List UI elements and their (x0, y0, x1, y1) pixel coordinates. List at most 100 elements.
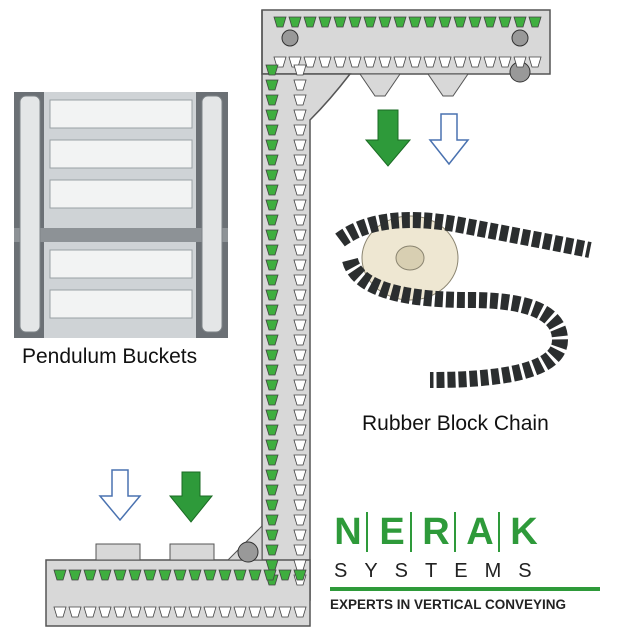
inlet-arrow-green (168, 471, 214, 523)
bucket (265, 319, 279, 331)
bucket (293, 529, 307, 541)
bucket (483, 56, 497, 68)
bucket (265, 259, 279, 271)
bucket (265, 214, 279, 226)
bucket (265, 439, 279, 451)
bucket (293, 409, 307, 421)
bucket (265, 229, 279, 241)
bucket (293, 154, 307, 166)
bucket (378, 56, 392, 68)
bucket (318, 16, 332, 28)
bucket (293, 184, 307, 196)
bucket (293, 334, 307, 346)
bucket (293, 544, 307, 556)
bucket (498, 16, 512, 28)
bucket (265, 379, 279, 391)
bucket (265, 544, 279, 556)
logo-rule (330, 587, 600, 591)
bucket (203, 606, 217, 618)
bucket (265, 529, 279, 541)
bucket (513, 16, 527, 28)
bucket (293, 394, 307, 406)
bucket (265, 274, 279, 286)
bucket (348, 56, 362, 68)
bucket (423, 56, 437, 68)
bucket (265, 109, 279, 121)
bucket (333, 56, 347, 68)
bucket (293, 319, 307, 331)
bucket (158, 606, 172, 618)
bucket (113, 606, 127, 618)
bucket (293, 274, 307, 286)
bucket (265, 499, 279, 511)
bucket (293, 199, 307, 211)
bucket (453, 16, 467, 28)
bucket (293, 514, 307, 526)
logo-subtitle: SYSTEMS (334, 560, 549, 582)
bucket (348, 16, 362, 28)
bucket (265, 304, 279, 316)
bucket (265, 124, 279, 136)
bucket (438, 56, 452, 68)
bucket (265, 484, 279, 496)
bucket (128, 606, 142, 618)
logo-letter: E (374, 511, 412, 553)
bucket (263, 569, 277, 581)
bucket (188, 606, 202, 618)
bucket (293, 289, 307, 301)
bucket (265, 154, 279, 166)
bucket (265, 454, 279, 466)
bucket (483, 16, 497, 28)
bucket (438, 16, 452, 28)
bucket (233, 606, 247, 618)
bucket (293, 259, 307, 271)
bucket (173, 606, 187, 618)
bucket (83, 606, 97, 618)
bucket (265, 409, 279, 421)
bucket (278, 606, 292, 618)
bucket (333, 16, 347, 28)
bucket (293, 229, 307, 241)
bucket (68, 606, 82, 618)
rubber-block-chain-caption: Rubber Block Chain (362, 412, 549, 435)
bucket (173, 569, 187, 581)
bucket (265, 169, 279, 181)
bucket (498, 56, 512, 68)
bucket (265, 199, 279, 211)
bucket (188, 569, 202, 581)
bucket (288, 16, 302, 28)
bucket (318, 56, 332, 68)
bucket (265, 514, 279, 526)
bucket (265, 244, 279, 256)
bucket (233, 569, 247, 581)
bucket (293, 94, 307, 106)
bucket (293, 214, 307, 226)
bucket (263, 606, 277, 618)
bucket (53, 569, 67, 581)
pendulum-buckets-photo (14, 92, 228, 338)
bucket (265, 94, 279, 106)
bucket (363, 56, 377, 68)
bucket (218, 606, 232, 618)
bucket (98, 569, 112, 581)
bucket (98, 606, 112, 618)
pendulum-buckets-caption: Pendulum Buckets (22, 345, 198, 368)
bucket (278, 569, 292, 581)
bucket (293, 569, 307, 581)
bucket (143, 606, 157, 618)
bucket (293, 454, 307, 466)
bucket (293, 169, 307, 181)
bucket (293, 349, 307, 361)
bucket (468, 16, 482, 28)
bucket-chain (53, 16, 542, 618)
bucket (143, 569, 157, 581)
bucket (265, 289, 279, 301)
bucket (128, 569, 142, 581)
logo-letter: R (418, 511, 456, 553)
bucket (378, 16, 392, 28)
bucket (453, 56, 467, 68)
bucket (265, 349, 279, 361)
bucket (293, 244, 307, 256)
bucket (113, 569, 127, 581)
